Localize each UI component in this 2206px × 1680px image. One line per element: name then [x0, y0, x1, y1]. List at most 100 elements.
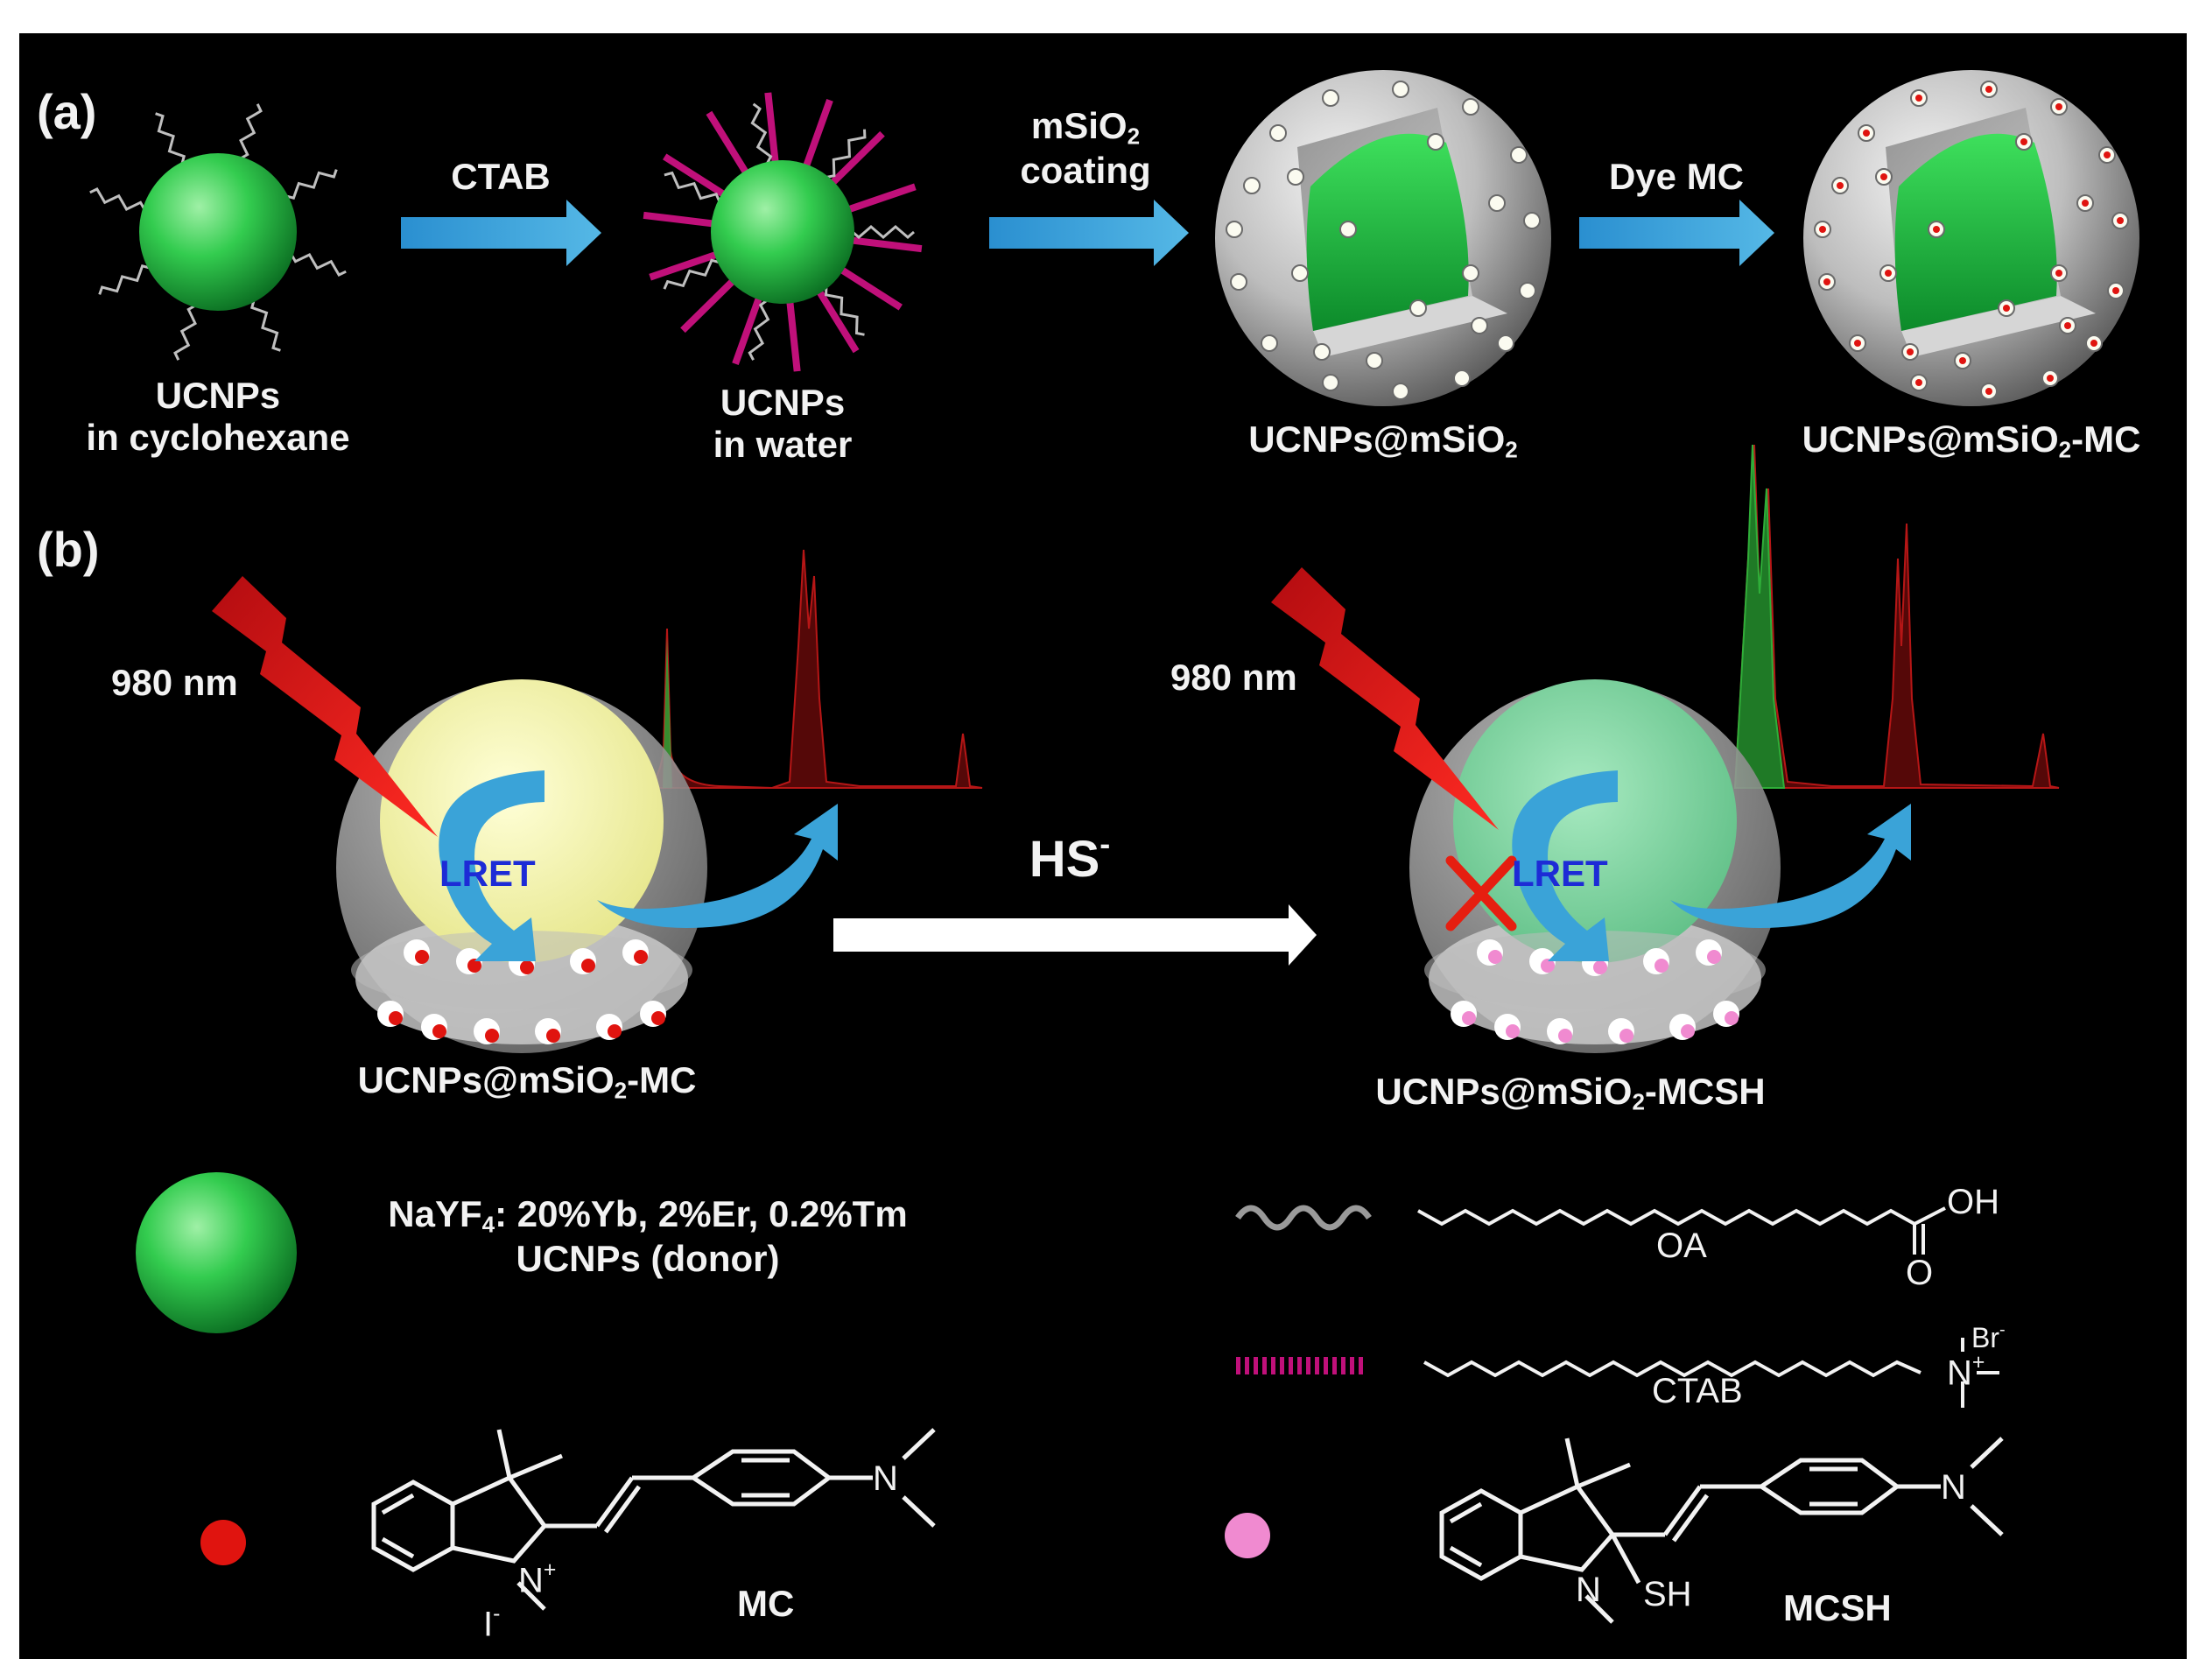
step4-main: UCNPs@mSiO — [1802, 418, 2059, 460]
step3-sub: 2 — [1505, 436, 1518, 463]
laser-wavelength-right: 980 nm — [1170, 657, 1297, 698]
sensor-particle-mc — [336, 679, 707, 1053]
dye-dot — [1506, 1024, 1520, 1038]
ucnp-ctab-particle — [643, 92, 923, 372]
mesopore — [1230, 273, 1247, 291]
dye-dot — [1681, 1024, 1695, 1038]
mc-dye-dot — [1854, 340, 1861, 347]
mc-dye-dot — [1915, 95, 1922, 102]
ucnp-legend-pre: NaYF — [388, 1193, 482, 1234]
laser-bolt-icon — [212, 576, 438, 837]
step4-sub: 2 — [2058, 436, 2072, 463]
sensor-right-sub: 2 — [1632, 1088, 1645, 1115]
ucnp-core-icon — [1306, 133, 1469, 331]
mesopore — [1497, 334, 1514, 352]
mc-indole-n-atom: N — [518, 1561, 544, 1600]
dye-dot — [581, 959, 595, 973]
dye-dot — [546, 1029, 560, 1043]
dye-dot — [1462, 1011, 1476, 1025]
sensor-left-suffix: -MC — [627, 1059, 697, 1100]
arrow-silica-coating — [989, 200, 1189, 266]
ucnp-legend-line2: UCNPs (donor) — [516, 1238, 780, 1280]
lret-energy-arrow — [1512, 770, 1618, 961]
mc-indole-charge: + — [543, 1558, 557, 1582]
mc-dye-dot — [1985, 388, 1992, 395]
dye-dot — [1725, 1011, 1739, 1025]
arrow2-line2: coating — [1020, 150, 1151, 192]
figure-panel: (a) (b) UCNPs in cyclohexane CTAB UCNPs … — [19, 33, 2187, 1659]
oa-oh: OH — [1947, 1183, 1999, 1221]
oa-o: O — [1906, 1254, 1934, 1292]
oleic-acid-chain — [239, 103, 263, 160]
oleic-acid-chain — [750, 102, 773, 165]
sensor-left-caption: UCNPs@mSiO2-MC — [358, 1059, 697, 1104]
scheme-canvas — [89, 70, 2139, 1624]
ctab-chain — [732, 296, 762, 365]
arrow1-label: CTAB — [451, 156, 551, 197]
dye-dot — [1593, 960, 1607, 974]
mc-dye-dot — [2055, 103, 2062, 110]
mesopore — [1523, 212, 1541, 229]
dye-dot — [415, 950, 429, 964]
ucnp-core-icon — [1453, 679, 1737, 963]
lret-label-right: LRET — [1512, 853, 1608, 894]
lret-energy-arrow — [439, 770, 544, 961]
ucnp-oleic-acid-particle — [89, 103, 347, 361]
mcsh-amine-n: N — [1941, 1468, 1966, 1507]
mcsh-thiol: SH — [1643, 1575, 1692, 1613]
ctab-chain — [786, 301, 801, 372]
mc-dye-dot — [1823, 278, 1830, 285]
ucnp-legend-post: : 20%Yb, 2%Er, 0.2%Tm — [495, 1193, 908, 1234]
ctab-chain — [803, 99, 833, 168]
mesopore — [1339, 221, 1357, 238]
ctab-chain — [816, 289, 860, 354]
mesopore — [1322, 374, 1339, 391]
step3-main: UCNPs@mSiO — [1248, 418, 1506, 460]
ucnp-msio2-mc-particle — [1803, 70, 2139, 406]
ctab-structure — [1423, 1360, 1921, 1378]
ctab-chain — [830, 130, 885, 186]
arrow2-line1: mSiO — [1030, 105, 1128, 146]
dye-dot — [651, 1011, 665, 1025]
step1-caption: UCNPs in cyclohexane — [86, 375, 349, 460]
oleic-acid-chain — [852, 225, 915, 239]
mc-dye-dot — [2112, 287, 2119, 294]
mesopore — [1471, 317, 1488, 334]
mc-dye-dot — [2055, 270, 2062, 277]
ctab-chain — [847, 183, 917, 213]
mc-indole-n: N+ — [518, 1558, 556, 1600]
step1-line2: in cyclohexane — [86, 417, 350, 459]
reaction-main: HS — [1029, 831, 1100, 889]
step4-caption: UCNPs@mSiO2-MC — [1802, 418, 2141, 463]
lret-label-left: LRET — [439, 853, 536, 894]
mc-iodide-atom: I — [483, 1605, 494, 1644]
mesopore — [1366, 352, 1383, 369]
emission-arrow — [1670, 804, 1911, 928]
mc-iodide: I- — [483, 1602, 500, 1644]
mcsh-structure — [1439, 1437, 2004, 1624]
arrow-dye-mc — [1579, 200, 1774, 266]
mc-amine-n: N — [873, 1459, 898, 1498]
sensor-right-main: UCNPs@mSiO — [1375, 1071, 1633, 1112]
ctab-ammonium — [1961, 1338, 1999, 1408]
reaction-sup: - — [1099, 826, 1111, 861]
mc-structure — [371, 1428, 936, 1611]
arrow2-line1-sub: 2 — [1127, 123, 1141, 150]
mesopore — [1322, 89, 1339, 107]
dye-dot — [1654, 959, 1669, 973]
oa-legend-icon — [1235, 1205, 1372, 1231]
oleic-acid-chain — [748, 299, 770, 361]
mesopore — [1488, 194, 1506, 212]
mesopore — [1287, 168, 1304, 186]
sensor-left-main: UCNPs@mSiO — [357, 1059, 615, 1100]
ucnp-core-icon — [711, 160, 854, 304]
mesopore — [1462, 264, 1479, 282]
dye-dot — [1707, 950, 1721, 964]
ctab-chain — [851, 236, 923, 253]
emission-spectrum-left — [642, 549, 983, 790]
mesopore — [1427, 133, 1444, 151]
mc-dye-dot — [1863, 130, 1870, 137]
reaction-label: HS- — [1029, 826, 1111, 889]
laser-wavelength-left: 980 nm — [111, 662, 238, 703]
ucnp-legend-icon — [136, 1172, 297, 1333]
